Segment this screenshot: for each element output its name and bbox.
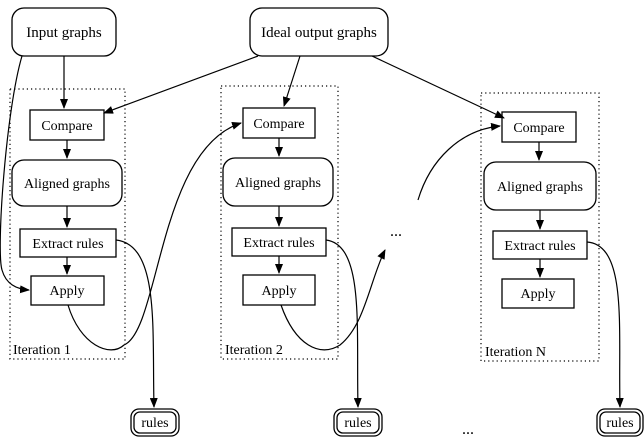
iteration-2-compare-node: Compare bbox=[242, 107, 316, 139]
iteration-n-compare-node: Compare bbox=[501, 111, 577, 143]
iteration-2-aligned-graphs-node: Aligned graphs bbox=[222, 157, 334, 207]
iteration-n-group: Iteration N Compare Aligned graphs Extra… bbox=[480, 92, 600, 362]
ideal-output-graphs-label: Ideal output graphs bbox=[261, 25, 377, 41]
iteration-2-aligned-graphs-label: Aligned graphs bbox=[235, 176, 321, 191]
iteration-n-frame bbox=[480, 92, 600, 362]
iteration-1-extract-rules-node: Extract rules bbox=[19, 228, 117, 258]
iteration-2-extract-rules-node: Extract rules bbox=[231, 227, 327, 257]
iteration-n-label: Iteration N bbox=[485, 345, 546, 360]
iteration-n-extract-rules-node: Extract rules bbox=[492, 230, 588, 260]
iteration-2-compare-label: Compare bbox=[253, 117, 304, 132]
iteration-2-label: Iteration 2 bbox=[225, 343, 283, 358]
edge-apply-1-to-compare-2 bbox=[67, 121, 242, 351]
iteration-2-rules-node: rules bbox=[333, 408, 383, 437]
iteration-2-extract-rules-label: Extract rules bbox=[243, 236, 314, 251]
iteration-1-frame bbox=[9, 88, 126, 360]
iteration-n-compare-label: Compare bbox=[513, 121, 564, 136]
iteration-1-label: Iteration 1 bbox=[13, 343, 71, 358]
iteration-1-aligned-graphs-node: Aligned graphs bbox=[11, 159, 123, 207]
ellipsis-middle: ... bbox=[390, 223, 402, 240]
iteration-1-rules-node: rules bbox=[130, 408, 180, 437]
edge-extract-to-rules-2 bbox=[325, 239, 362, 408]
iteration-2-apply-label: Apply bbox=[262, 284, 297, 299]
iteration-2-rules-label: rules bbox=[344, 416, 371, 431]
edge-ideal-to-compare-n bbox=[371, 55, 505, 119]
iteration-2-apply-node: Apply bbox=[242, 274, 316, 306]
iteration-1-aligned-graphs-label: Aligned graphs bbox=[24, 177, 110, 192]
iteration-n-apply-label: Apply bbox=[521, 287, 556, 302]
iteration-1-apply-node: Apply bbox=[30, 275, 105, 306]
edge-extract-to-rules-n bbox=[586, 241, 624, 408]
iteration-n-aligned-graphs-node: Aligned graphs bbox=[483, 161, 597, 211]
ideal-output-graphs-node: Ideal output graphs bbox=[249, 7, 389, 57]
input-graphs-label: Input graphs bbox=[26, 25, 102, 41]
input-graphs-node: Input graphs bbox=[11, 7, 117, 57]
iteration-2-frame bbox=[220, 85, 339, 360]
edge-extract-to-rules-1 bbox=[115, 239, 158, 408]
iteration-n-apply-node: Apply bbox=[501, 278, 575, 309]
iteration-1-compare-label: Compare bbox=[41, 119, 92, 134]
iteration-1-rules-label: rules bbox=[141, 416, 168, 431]
edge-next-to-compare-n bbox=[417, 122, 501, 201]
edge-apply-2-to-next bbox=[280, 249, 386, 351]
iteration-1-compare-node: Compare bbox=[29, 109, 105, 141]
ellipsis-bottom: ... bbox=[462, 421, 474, 438]
edge-ideal-to-compare-1 bbox=[103, 55, 259, 114]
iteration-2-group: Iteration 2 Compare Aligned graphs Extra… bbox=[220, 85, 339, 360]
iteration-n-aligned-graphs-label: Aligned graphs bbox=[497, 180, 583, 195]
iteration-1-extract-rules-label: Extract rules bbox=[32, 237, 103, 252]
edge-ideal-to-compare-2 bbox=[282, 55, 301, 107]
iteration-n-rules-label: rules bbox=[606, 416, 633, 431]
iteration-1-group: Iteration 1 Compare Aligned graphs Extra… bbox=[9, 88, 126, 360]
iteration-n-extract-rules-label: Extract rules bbox=[504, 239, 575, 254]
iteration-n-rules-node: rules bbox=[596, 408, 644, 437]
edge-input-to-apply-1 bbox=[0, 55, 30, 294]
iteration-1-apply-label: Apply bbox=[50, 284, 85, 299]
